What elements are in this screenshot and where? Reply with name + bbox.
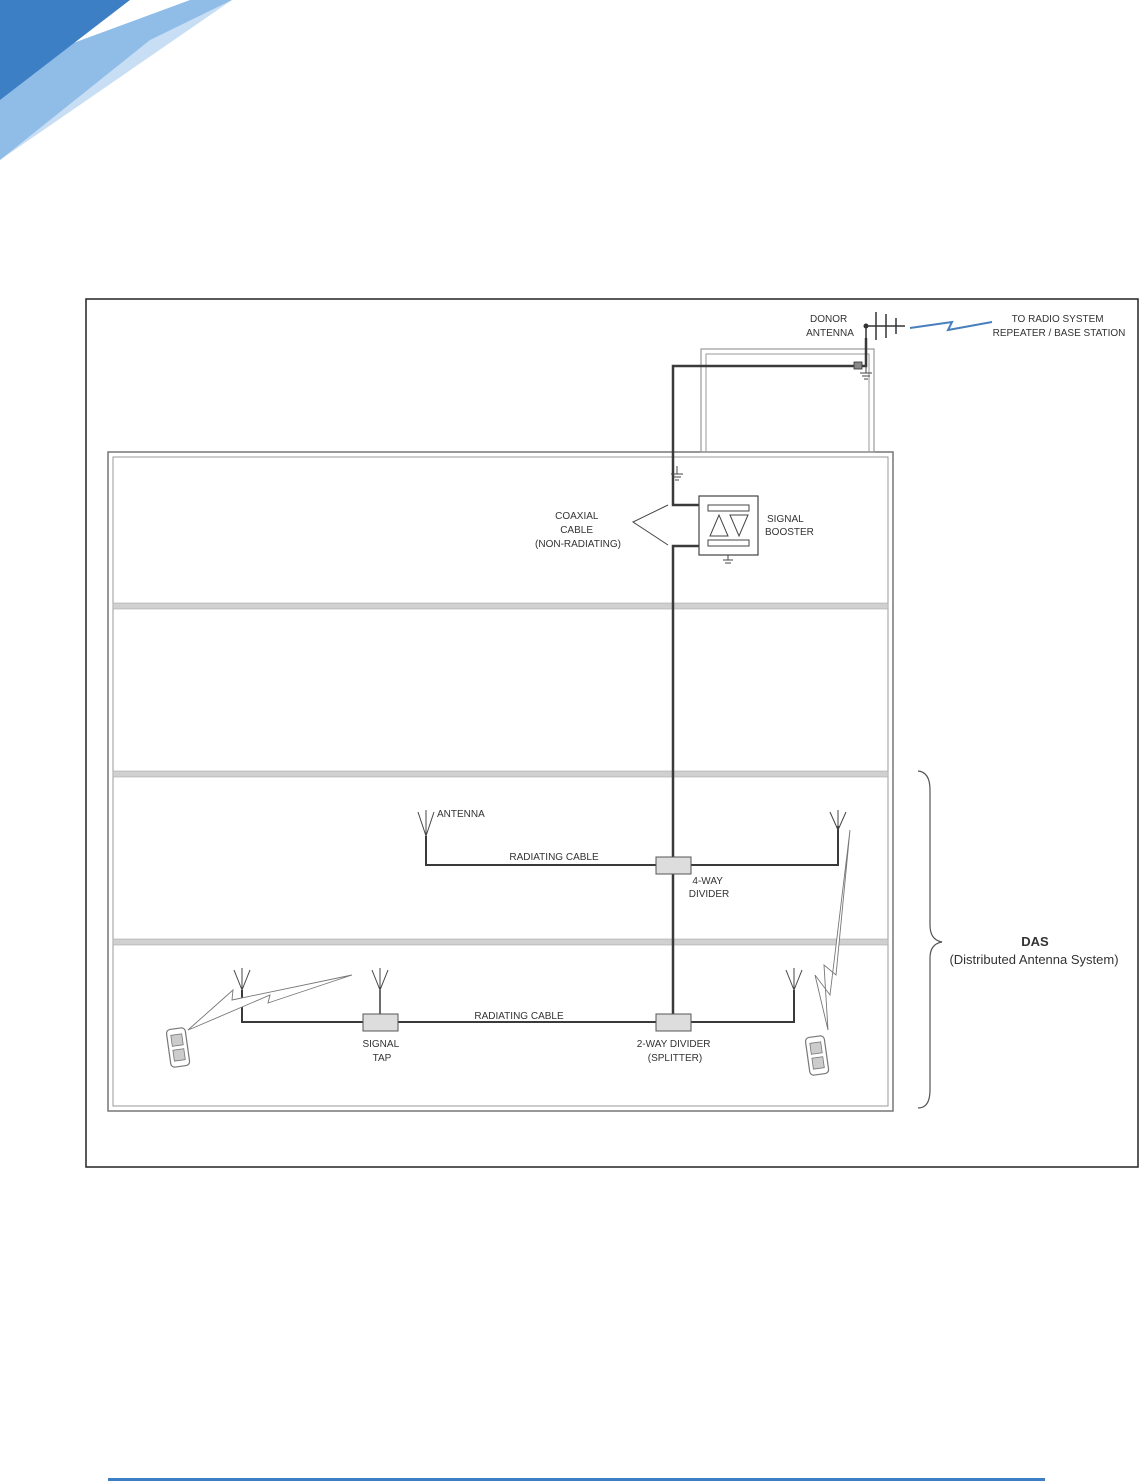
- das-title: DAS: [1021, 934, 1049, 949]
- diagram-frame: [86, 299, 1138, 1167]
- antenna-icon: [234, 968, 250, 990]
- footer-rule: [108, 1478, 1045, 1481]
- donor-antenna-label: DONOR ANTENNA: [806, 314, 854, 339]
- antenna-label: ANTENNA: [437, 809, 485, 820]
- floor-slab-2: [113, 771, 888, 777]
- coaxial-pointer-lines: [633, 505, 668, 545]
- coaxial-cable-roof: [673, 338, 866, 505]
- wireless-signal-icon: [815, 830, 850, 1030]
- donor-antenna-pivot: [864, 324, 869, 329]
- das-subtitle: (Distributed Antenna System): [949, 952, 1118, 967]
- rooftop-structure-inner: [706, 354, 869, 452]
- cable-connector: [854, 362, 862, 369]
- signal-tap: [363, 1014, 398, 1031]
- wireless-signal-icon: [910, 322, 992, 330]
- floor-slab-1: [113, 603, 888, 609]
- radiating-cable-upper: [426, 826, 838, 865]
- signal-tap-label: SIGNAL TAP: [362, 1039, 401, 1064]
- floor-slab-3: [113, 939, 888, 945]
- radio-handset-icon: [805, 1035, 829, 1075]
- antenna-icon: [786, 968, 802, 990]
- rooftop-structure-outer: [701, 349, 874, 452]
- two-way-divider-label: 2-WAY DIVIDER (SPLITTER): [637, 1039, 714, 1064]
- four-way-divider: [656, 857, 691, 874]
- radiating-cable-lower-label: RADIATING CABLE: [474, 1011, 564, 1022]
- antenna-icon: [830, 810, 846, 830]
- coaxial-cable-down: [673, 546, 700, 1020]
- radiating-cable-upper-label: RADIATING CABLE: [509, 852, 599, 863]
- donor-antenna-icon: [866, 312, 905, 340]
- amplifier-icon: [699, 496, 758, 563]
- four-way-divider-label: 4-WAY DIVIDER: [689, 876, 730, 900]
- das-brace: [918, 771, 942, 1108]
- coaxial-cable-label: COAXIAL CABLE (NON-RADIATING): [535, 511, 621, 550]
- antenna-icon: [418, 810, 434, 836]
- two-way-divider: [656, 1014, 691, 1031]
- antenna-icon: [372, 968, 388, 990]
- radio-handset-icon: [166, 1027, 190, 1067]
- radio-system-label: TO RADIO SYSTEM REPEATER / BASE STATION: [993, 314, 1126, 339]
- signal-booster-label: SIGNAL BOOSTER: [765, 514, 814, 538]
